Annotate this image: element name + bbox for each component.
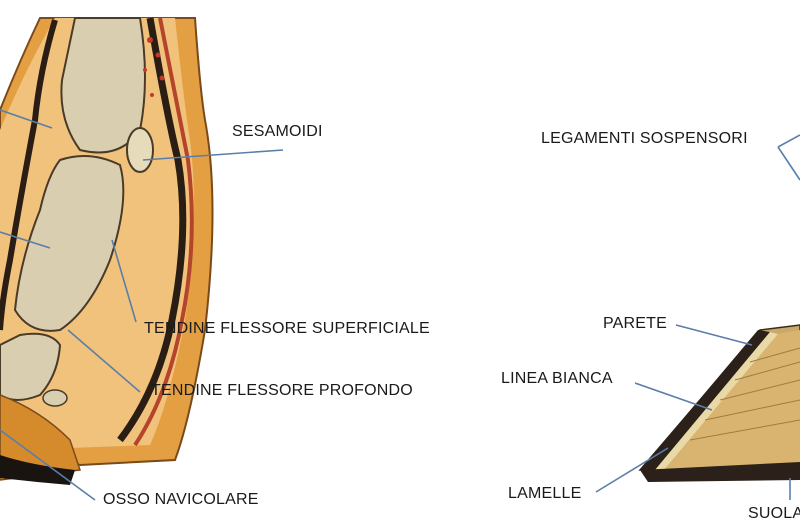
- leader-lamelle: [595, 447, 669, 493]
- leader-legamenti-1: [777, 134, 800, 148]
- flexor-tendon-dark-strip: [117, 17, 187, 443]
- hoof-wall-illustration: [638, 324, 800, 482]
- leader-linea-bianca: [634, 382, 713, 411]
- long-pastern-bone: [13, 155, 125, 332]
- leg-section-illustration: [0, 17, 214, 485]
- leader-osso-navicolare: [0, 429, 96, 501]
- label-tendine-flessore-profondo: TENDINE FLESSORE PROFONDO: [151, 382, 413, 399]
- leader-parete: [675, 324, 753, 346]
- sole-dark: [640, 462, 800, 482]
- hoof-sole-dark: [0, 455, 75, 485]
- leader-legamenti-2: [777, 146, 800, 181]
- leader-tendine-profondo: [67, 329, 141, 393]
- leader-sesamoidi: [142, 149, 284, 161]
- label-suola: SUOLA: [748, 505, 800, 522]
- hoof-section: [0, 394, 82, 481]
- blood-vessels: [143, 37, 165, 97]
- label-lamelle: LAMELLE: [508, 485, 582, 502]
- hoof-wall-outer-dark: [640, 330, 770, 470]
- label-parete: PARETE: [603, 315, 668, 332]
- label-osso-navicolare: OSSO NAVICOLARE: [103, 491, 259, 508]
- leader-upper-left-2: [0, 231, 51, 249]
- lamellae-stripes: [689, 347, 800, 441]
- cannon-bone: [60, 17, 146, 154]
- label-sesamoidi: SESAMOIDI: [232, 123, 323, 140]
- label-legamenti-sospensori: LEGAMENTI SOSPENSORI: [541, 130, 748, 147]
- left-leader-lines: [0, 109, 284, 501]
- right-leader-lines: [595, 134, 800, 500]
- label-linea-bianca: LINEA BIANCA: [501, 370, 613, 387]
- flexor-tendon-red-strip: [133, 17, 194, 447]
- lamellae-layer: [664, 330, 800, 470]
- sesamoid-bone: [126, 127, 154, 173]
- label-tendine-flessore-superficiale: TENDINE FLESSORE SUPERFICIALE: [144, 320, 430, 337]
- extensor-tendon-strip: [0, 19, 58, 331]
- leader-tendine-superficiale: [111, 239, 137, 323]
- leader-upper-left-1: [0, 109, 53, 129]
- navicular-bone: [42, 389, 68, 407]
- white-line-band: [655, 332, 778, 470]
